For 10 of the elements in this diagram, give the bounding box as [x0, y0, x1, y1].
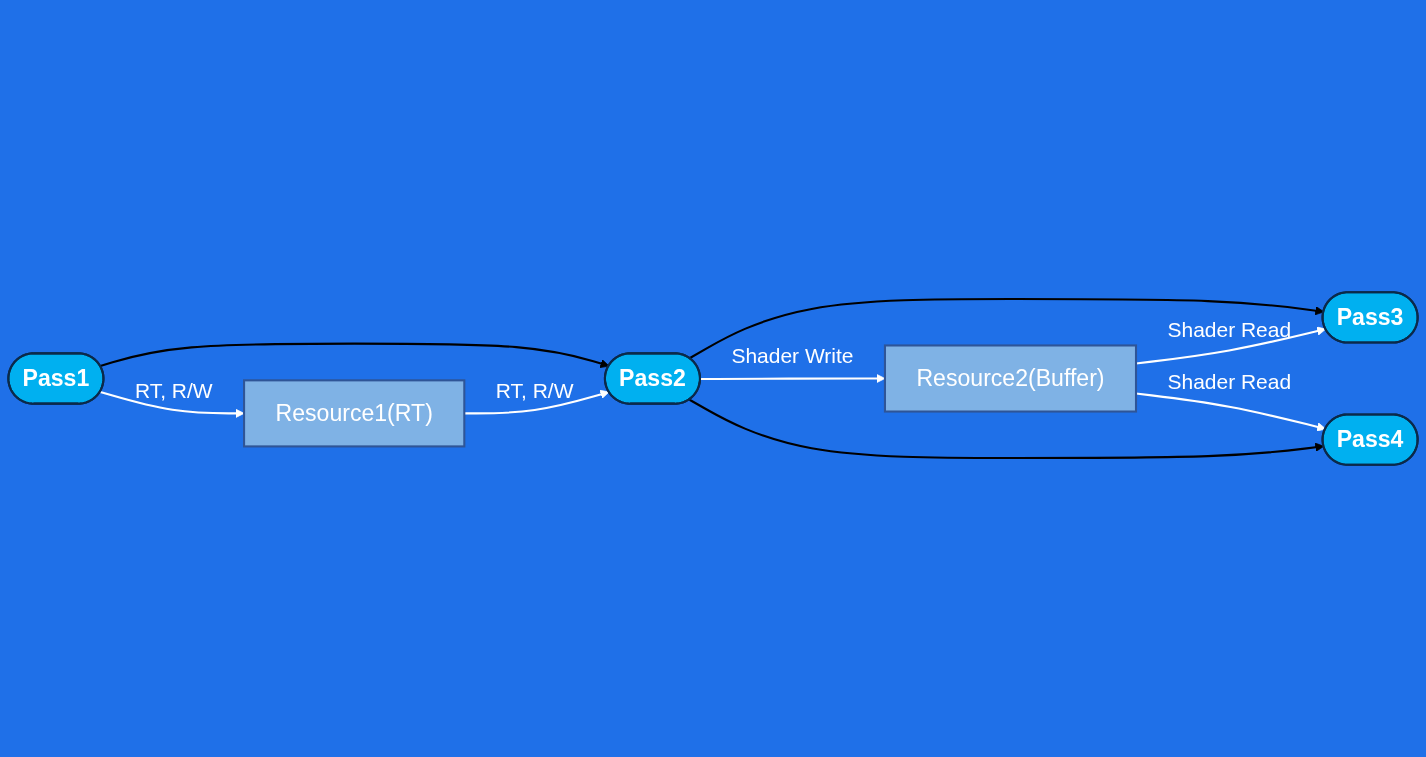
node-box: Resource2(Buffer) [883, 344, 1138, 413]
arrow [100, 342, 610, 369]
edge-label: Shader Read [1167, 370, 1292, 394]
edge-label: RT, R/W [495, 378, 574, 402]
node-box: Resource1(RT) [243, 379, 466, 448]
edge-label: RT, R/W [134, 378, 213, 402]
edge-label: Shader Write [731, 343, 854, 367]
arrow [464, 389, 610, 415]
edge-label: Shader Read [1167, 317, 1292, 341]
arrow [100, 391, 245, 418]
